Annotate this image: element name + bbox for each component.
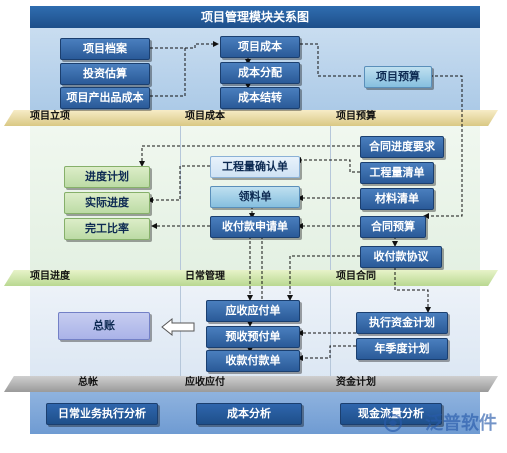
box-receivable-payable[interactable]: 应收应付单 [206,300,300,322]
box-quantity-confirm[interactable]: 工程量确认单 [210,156,300,178]
diagram-title: 项目管理模块关系图 [30,6,480,28]
band-label-cost: 项目成本 [185,111,225,122]
band-label-budget: 项目预算 [336,111,376,122]
box-fund-plan[interactable]: 执行资金计划 [356,312,448,334]
box-daily-analysis[interactable]: 日常业务执行分析 [46,403,158,425]
box-annual-plan[interactable]: 年季度计划 [356,338,448,360]
box-payment-agreement[interactable]: 收付款协议 [360,246,442,268]
box-project-cost[interactable]: 项目成本 [220,36,300,58]
band-label-contract: 项目合同 [336,271,376,282]
box-payment-voucher[interactable]: 收款付款单 [206,350,300,372]
box-investment-estimate[interactable]: 投资估算 [60,63,150,85]
box-payment-request[interactable]: 收付款申请单 [210,216,300,238]
band-label-daily: 日常管理 [185,271,225,282]
box-quantity-list[interactable]: 工程量清单 [360,162,434,184]
divider [180,118,181,278]
band-label-setup: 项目立项 [30,111,70,122]
box-project-budget[interactable]: 项目预算 [364,66,432,88]
box-prepayment[interactable]: 预收预付单 [206,326,300,348]
watermark-text: 泛普软件 [425,413,497,434]
box-cash-analysis[interactable]: 现金流量分析 [340,403,442,425]
left-arrow-icon [161,318,195,336]
divider [330,278,331,378]
band-label-fund: 资金计划 [336,377,376,388]
band-setup [4,110,498,126]
box-project-archive[interactable]: 项目档案 [60,38,150,60]
box-cost-carryover[interactable]: 成本结转 [220,87,300,109]
box-contract-budget[interactable]: 合同预算 [360,216,426,238]
box-product-cost[interactable]: 项目产出品成本 [60,87,150,109]
box-progress-plan[interactable]: 进度计划 [64,166,150,188]
box-completion-ratio[interactable]: 完工比率 [64,218,150,240]
box-ledger[interactable]: 总账 [58,312,150,340]
box-cost-allocation[interactable]: 成本分配 [220,62,300,84]
box-actual-progress[interactable]: 实际进度 [64,192,150,214]
divider [330,118,331,278]
logo-icon [384,414,402,432]
band-label-progress: 项目进度 [30,271,70,282]
box-cost-analysis[interactable]: 成本分析 [196,403,302,425]
band-progress [4,270,498,286]
box-material-list[interactable]: 材料清单 [360,188,434,210]
box-contract-progress[interactable]: 合同进度要求 [360,136,444,158]
band-ledger [4,376,498,392]
band-label-ledger: 总帐 [78,377,98,388]
box-material-requisition[interactable]: 领料单 [210,186,300,208]
band-label-arap: 应收应付 [185,377,225,388]
